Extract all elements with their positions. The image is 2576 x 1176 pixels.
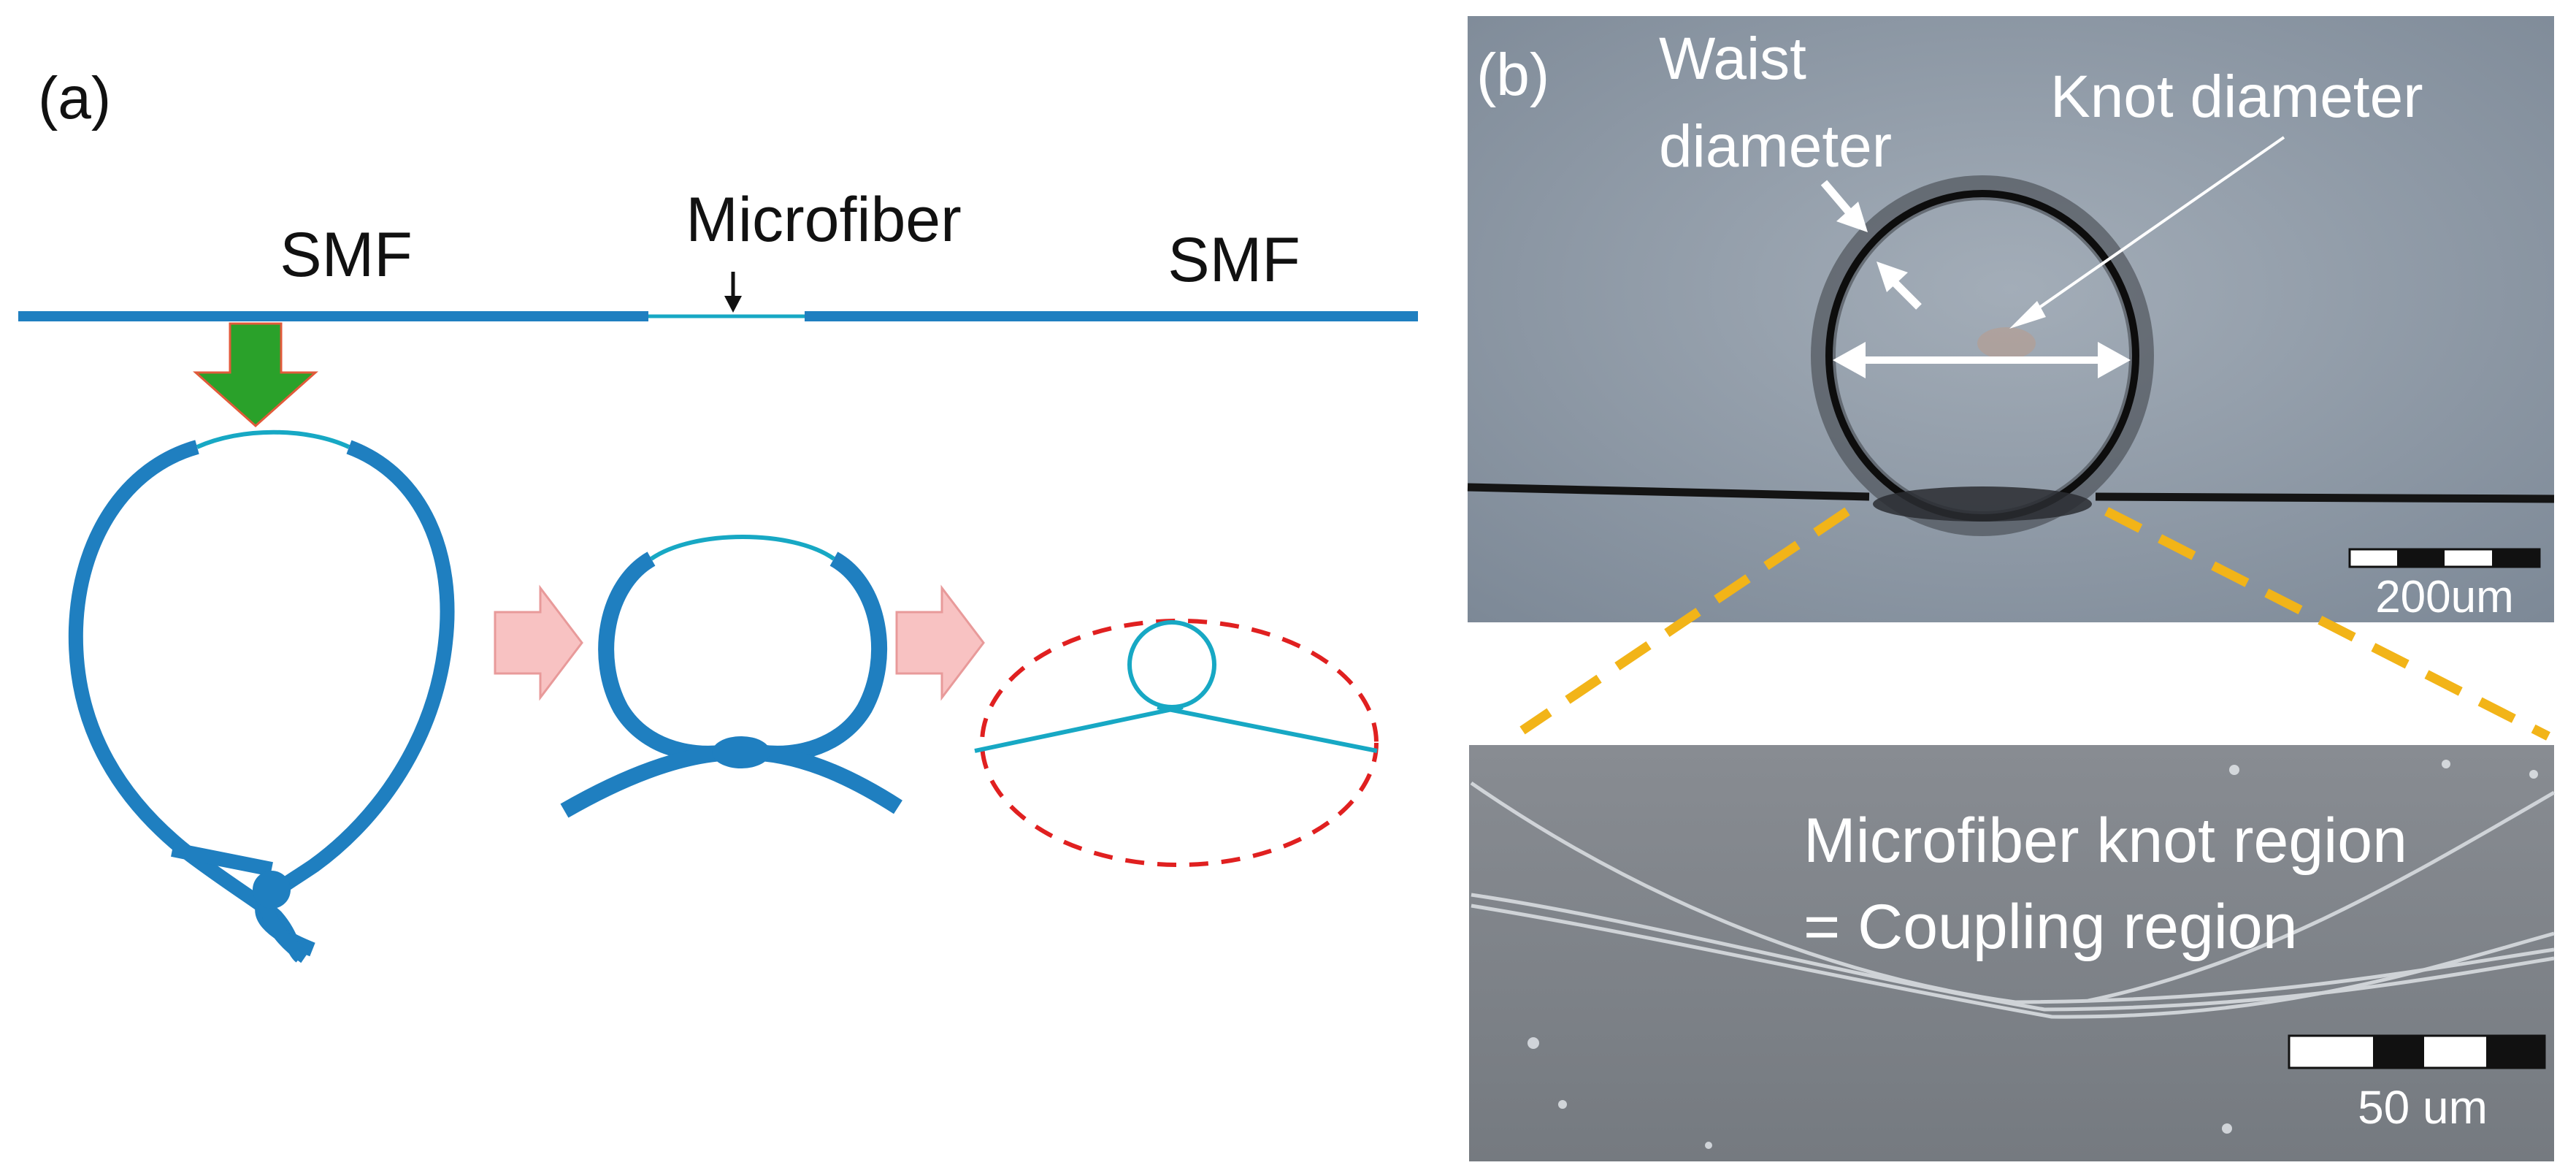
- loop2-microfiber: [650, 535, 835, 561]
- diameter-double-arrow: [1833, 342, 2131, 378]
- panel-a: (a) SMF Microfiber SMF: [18, 65, 1418, 963]
- loop1-tail-left: [171, 842, 273, 877]
- scale-bottom-label: 50 um: [2358, 1081, 2488, 1134]
- zoom-lines: [1519, 507, 2550, 741]
- photo-fiber-left: [1467, 483, 1870, 501]
- smf-left-label: SMF: [280, 220, 413, 290]
- loop2-tail-right: [744, 744, 902, 814]
- loop2-fiber-left: [598, 551, 728, 762]
- micro-fiber-left-arm: [974, 705, 1184, 753]
- panel-a-label: (a): [38, 65, 111, 131]
- knot-diameter-label: Knot diameter: [2050, 64, 2423, 130]
- microfiber-label: Microfiber: [686, 185, 962, 255]
- coupling-photo-bottom: Microfiber knot region = Coupling region…: [1469, 745, 2556, 1161]
- knot-ring-halo: [1811, 175, 2154, 536]
- coupling-text-line2: = Coupling region: [1803, 892, 2298, 962]
- scale-bar-bottom: [2288, 1034, 2546, 1069]
- coupling-text-line1: Microfiber knot region: [1803, 806, 2407, 876]
- scale-top-label: 200um: [2375, 572, 2514, 622]
- loop-stage-1: [68, 429, 455, 963]
- green-down-arrow: [193, 322, 318, 428]
- microfiber-pointer-arrow: [724, 272, 742, 313]
- panel-b-label: (b): [1476, 42, 1549, 108]
- waist-label-line1: Waist: [1659, 26, 1806, 92]
- knot-photo-top: (b) Waist diameter Knot diameter: [1467, 16, 2555, 622]
- fiber-strands: [1470, 781, 2556, 1019]
- knot-base-shadow: [1873, 486, 2092, 522]
- dust-specks: [1527, 760, 2538, 1149]
- step-arrow-2: [895, 584, 985, 701]
- loop2-tail-left: [560, 744, 738, 818]
- panel-b: (b) Waist diameter Knot diameter: [1467, 16, 2556, 1161]
- dashed-ellipse: [980, 619, 1379, 867]
- zoom-line-left: [1519, 507, 1850, 735]
- knot-diameter-pointer: [2009, 136, 2285, 329]
- waist-arrows: [1820, 180, 1922, 310]
- loop1-tail-right: [257, 900, 310, 963]
- waist-label-line2: diameter: [1659, 113, 1892, 180]
- photo-fiber-right: [2095, 492, 2555, 503]
- loop-stage-2: [560, 535, 902, 818]
- smf-right-label: SMF: [1168, 225, 1300, 295]
- photo-bottom-background: [1469, 745, 2554, 1161]
- loop1-knot: [253, 871, 291, 909]
- zoom-line-right: [2104, 507, 2550, 741]
- micro-knot-loop: [1127, 620, 1216, 709]
- loop1-fiber-right: [255, 440, 455, 957]
- loop1-microfiber: [196, 429, 350, 449]
- knot-center-spot: [1977, 327, 2036, 359]
- micro-fiber-right-arm: [1157, 705, 1378, 753]
- loop2-fiber-right: [758, 551, 888, 762]
- loop2-knot: [712, 736, 770, 768]
- scale-bar-top: [2348, 548, 2541, 568]
- knot-detail: [974, 619, 1379, 867]
- step-arrow-1: [494, 584, 583, 701]
